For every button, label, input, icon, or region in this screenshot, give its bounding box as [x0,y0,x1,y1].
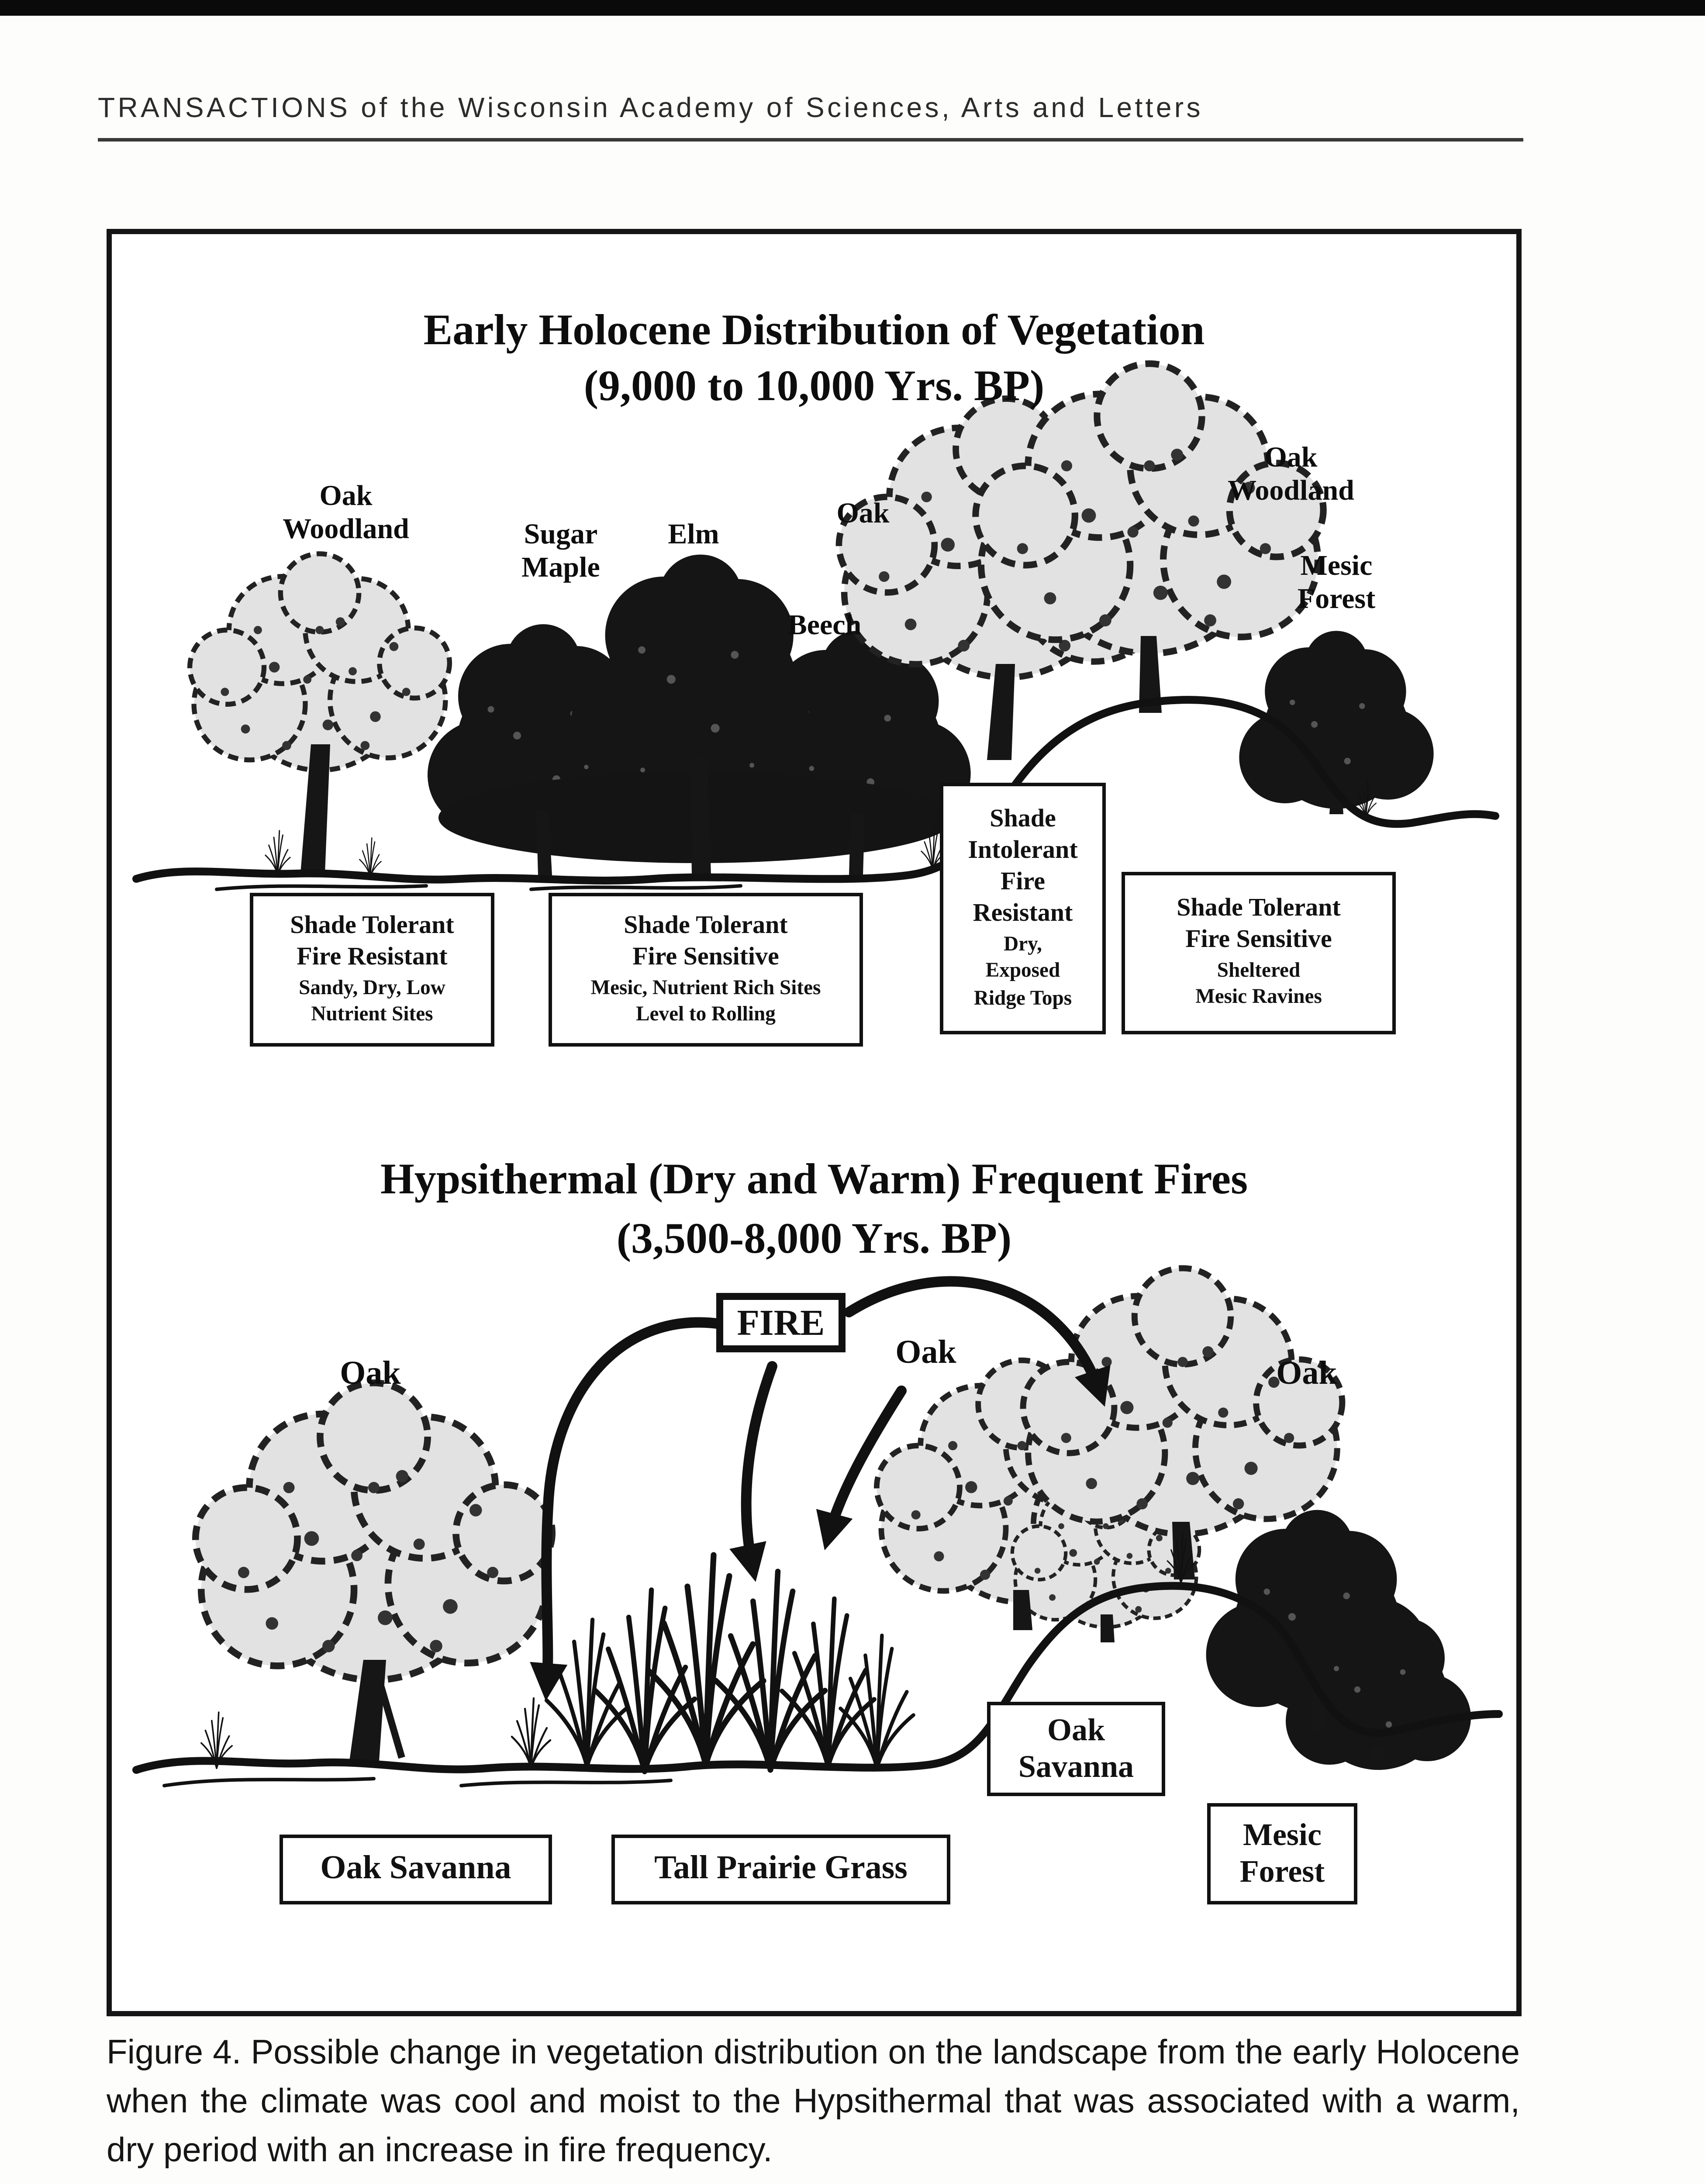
site-box-line: Shade Tolerant [1177,895,1341,923]
label-oak-top: Oak [836,496,890,529]
site-box-line: Fire Sensitive [632,943,779,971]
figure-caption: Figure 4. Possible change in vegetation … [107,2034,1520,2170]
label-oak-bottom-left: Oak [340,1356,401,1393]
site-box-line: Dry, [1004,931,1042,956]
label-oak-woodland-left: Oak Woodland [283,479,409,546]
zone-box-oak-savanna-hill: Oak Savanna [987,1702,1165,1796]
site-box-line: Fire Sensitive [1185,926,1332,954]
site-box-line: Fire Resistant [297,943,448,971]
site-box-line: Exposed [985,958,1060,983]
label-sugar-maple: Sugar Maple [521,517,600,584]
scan-edge-artifact [0,0,1705,16]
site-box-line: Sheltered [1217,957,1301,982]
bottom-panel-title-line2: (3,500-8,000 Yrs. BP) [616,1216,1012,1263]
label-oak-bottom-right: Oak [1276,1356,1337,1393]
bottom-ground-line [132,1582,1503,1787]
figure-frame: Early Holocene Distribution of Vegetatio… [107,229,1522,2016]
top-panel-title-line1: Early Holocene Distribution of Vegetatio… [423,308,1205,355]
site-box-line: Nutrient Sites [311,1001,433,1026]
top-panel-title-line2: (9,000 to 10,000 Yrs. BP) [583,363,1045,411]
fire-arrow-mid [816,1386,907,1551]
mesic-forest-ravine-trees-illustration [1206,1510,1471,1770]
mesic-forest-cluster-illustration [428,554,971,875]
site-box-oak-woodland: Shade Tolerant Fire Resistant Sandy, Dry… [250,893,494,1047]
ridge-oak-trees-illustration [839,364,1323,760]
zone-box-oak-savanna: Oak Savanna [280,1835,552,1904]
bottom-scene [132,1268,1503,1787]
fire-label: FIRE [737,1301,825,1343]
zone-box-mesic-forest: Mesic Forest [1207,1803,1357,1904]
site-box-line: Ridge Tops [973,985,1072,1009]
oak-woodland-left-tree-illustration [190,554,450,874]
site-box-mesic-ravines: Shade Tolerant Fire Sensitive Sheltered … [1122,872,1396,1034]
site-box-line: Mesic, Nutrient Rich Sites [590,974,821,999]
savanna-oak-mid-trees-illustration [877,1360,1199,1642]
savanna-oak-left-tree-illustration [196,1383,552,1761]
fire-box: FIRE [716,1293,846,1352]
label-elm: Elm [668,517,719,550]
fire-spread-arrows [530,1276,1111,1701]
site-box-line: Shade [990,805,1056,834]
site-box-line: Shade Tolerant [290,911,454,940]
zone-box-tall-prairie-grass: Tall Prairie Grass [611,1835,950,1904]
running-header: TRANSACTIONS of the Wisconsin Academy of… [98,94,1523,142]
bottom-panel-title-line1: Hypsithermal (Dry and Warm) Frequent Fir… [380,1157,1248,1204]
site-box-line: Shade Tolerant [624,911,788,940]
label-oak-bottom-mid: Oak [895,1335,956,1372]
site-box-mesic-sites: Shade Tolerant Fire Sensitive Mesic, Nut… [549,893,863,1047]
label-oak-woodland-right: Oak Woodland [1228,440,1354,507]
label-beech: Beech [787,608,862,641]
running-header-text: TRANSACTIONS of the Wisconsin Academy of… [98,94,1203,124]
fire-arrow-center [729,1361,777,1582]
label-mesic-forest-top: Mesic Forest [1297,549,1376,615]
site-box-line: Fire [1001,868,1045,896]
savanna-oak-right-tree-illustration [1023,1268,1343,1579]
site-box-line: Intolerant [968,837,1078,865]
fire-arrow-right [844,1276,1111,1407]
site-box-line: Sandy, Dry, Low [299,974,445,999]
fire-arrow-left [530,1317,728,1701]
site-box-line: Level to Rolling [636,1001,776,1026]
site-box-ridge-tops: Shade Intolerant Fire Resistant Dry, Exp… [940,783,1106,1034]
site-box-line: Mesic Ravines [1195,984,1322,1009]
site-box-line: Resistant [973,899,1073,928]
